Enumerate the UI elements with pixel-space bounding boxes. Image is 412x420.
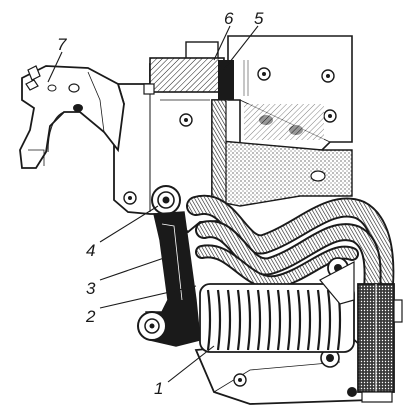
pressure-lever [137,211,201,347]
leader-4 [99,205,159,243]
callout-3: 3 [86,279,96,298]
leader-1 [167,345,215,383]
callout-4: 4 [86,241,95,260]
plate-lower-section [209,139,353,207]
callout-2: 2 [85,307,96,326]
brush-top-block [143,41,234,100]
callout-numbers: 7 6 5 4 3 2 1 [57,9,264,398]
callout-6: 6 [224,9,234,28]
leader-2 [99,285,197,309]
flexible-shunt-cables [186,194,395,299]
carbon-brush [357,283,403,403]
leader-3 [99,257,165,281]
mounting-arm-hook [19,65,125,169]
callout-7: 7 [57,35,67,54]
brush-holder-bracket [113,63,235,234]
coil-spring [199,257,355,353]
callout-5: 5 [254,9,264,28]
mounting-plate [227,35,353,151]
leader-5 [221,25,259,73]
leader-6 [213,25,231,61]
leader-lines [47,25,259,383]
leader-7 [47,51,63,83]
callout-1: 1 [154,379,163,398]
pivot-pin [151,185,181,215]
